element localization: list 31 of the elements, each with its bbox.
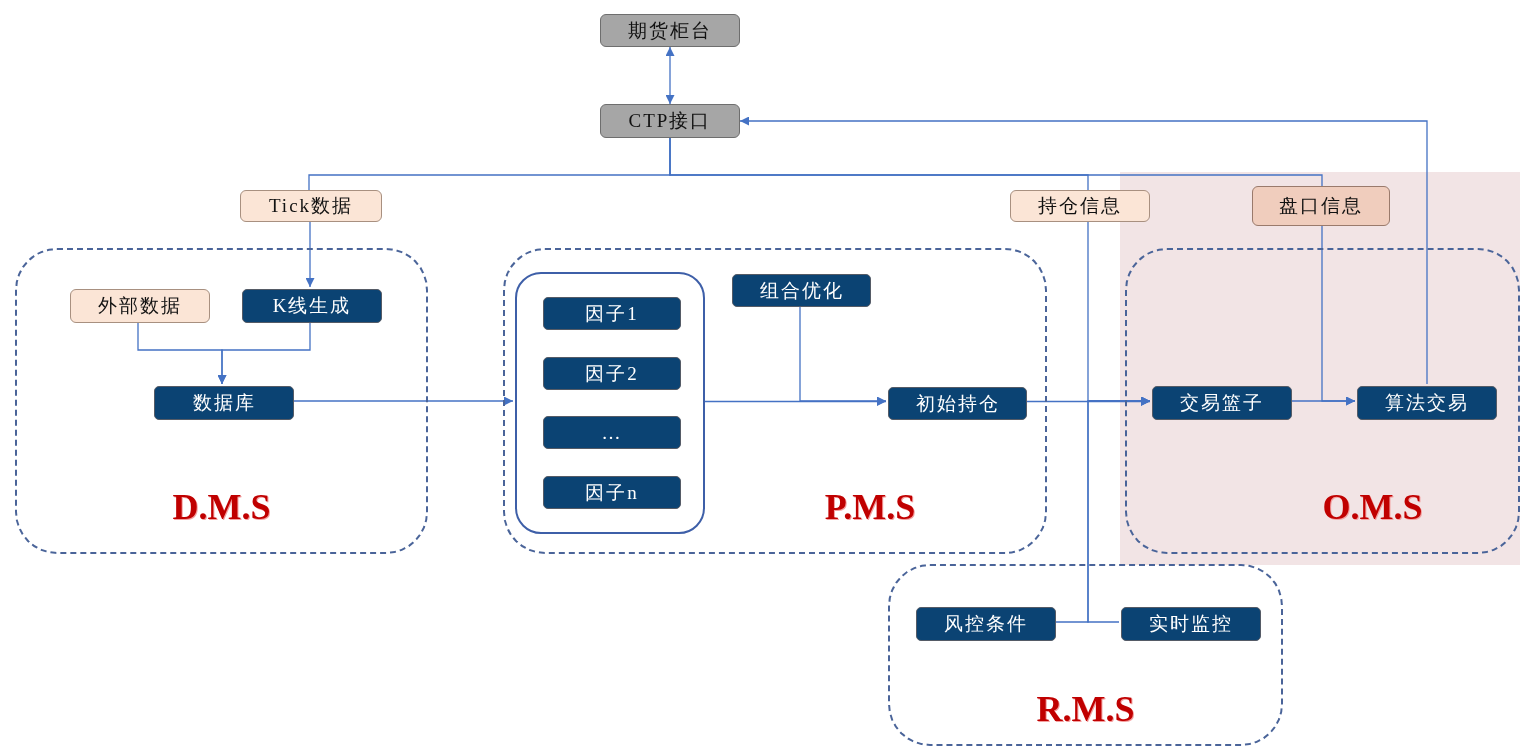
connector-arrow bbox=[665, 46, 675, 105]
subsystem-title: D.M.S bbox=[172, 486, 271, 528]
process-box: 期货柜台 bbox=[600, 14, 740, 47]
process-box: 因子2 bbox=[543, 357, 681, 390]
subsystem-title: O.M.S bbox=[1322, 486, 1423, 528]
process-box: 因子n bbox=[543, 476, 681, 509]
process-box: 风控条件 bbox=[916, 607, 1056, 641]
connector-arrow bbox=[1087, 396, 1151, 623]
subsystem-group bbox=[888, 564, 1283, 746]
process-box: 持仓信息 bbox=[1010, 190, 1150, 222]
subsystem-group bbox=[503, 248, 1047, 554]
subsystem-group bbox=[1125, 248, 1520, 554]
factor-panel bbox=[515, 272, 705, 534]
process-box: 数据库 bbox=[154, 386, 294, 420]
connector-arrow bbox=[739, 116, 1428, 385]
process-box: 初始持仓 bbox=[888, 387, 1027, 420]
process-box: 算法交易 bbox=[1357, 386, 1497, 420]
process-box: 因子1 bbox=[543, 297, 681, 330]
process-box: 交易篮子 bbox=[1152, 386, 1292, 420]
process-box: CTP接口 bbox=[600, 104, 740, 138]
subsystem-title: R.M.S bbox=[1036, 688, 1135, 730]
process-box: K线生成 bbox=[242, 289, 382, 323]
process-box: 组合优化 bbox=[732, 274, 871, 307]
subsystem-group bbox=[15, 248, 428, 554]
process-box: Tick数据 bbox=[240, 190, 382, 222]
process-box: … bbox=[543, 416, 681, 449]
subsystem-title: P.M.S bbox=[824, 486, 916, 528]
connector-arrow bbox=[305, 221, 315, 288]
process-box: 实时监控 bbox=[1121, 607, 1261, 641]
process-box: 盘口信息 bbox=[1252, 186, 1390, 226]
process-box: 外部数据 bbox=[70, 289, 210, 323]
